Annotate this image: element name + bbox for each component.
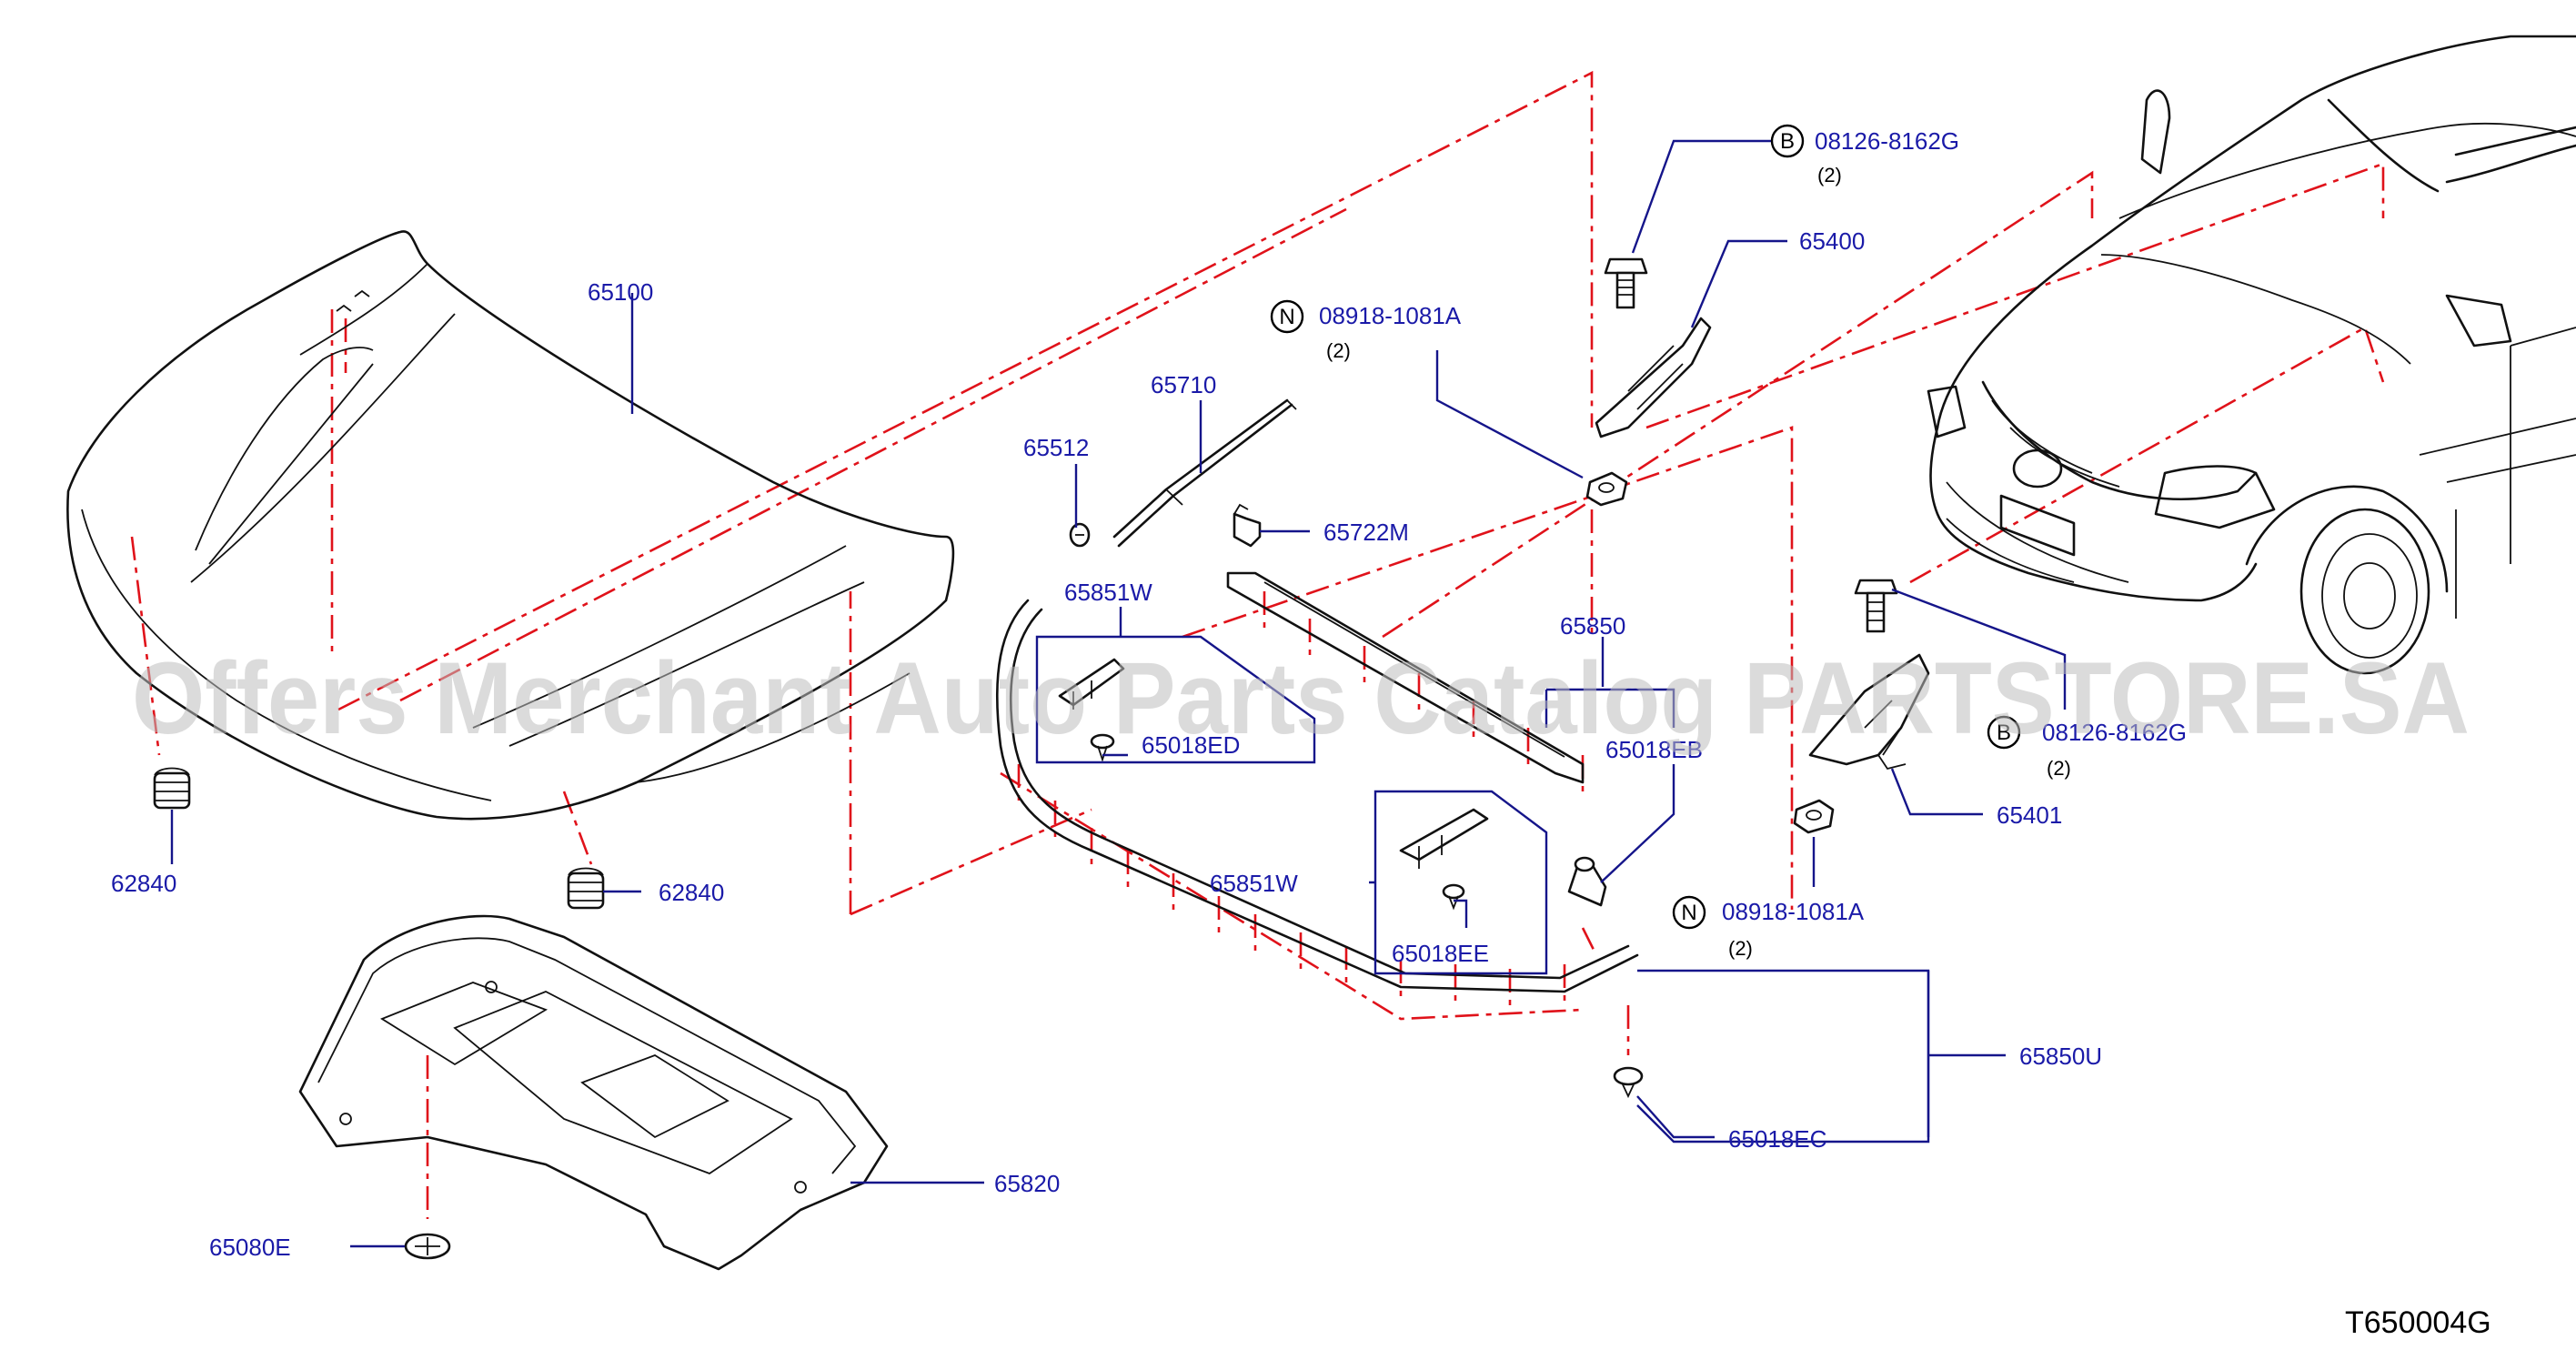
bolt-08126-bot[interactable] [1854,579,1898,633]
label-65400[interactable]: 65400 [1799,227,1865,255]
label-65512[interactable]: 65512 [1023,434,1089,461]
watermark: Offers Merchant Auto Parts Catalog PARTS… [132,641,2470,755]
clip-65722M[interactable] [1233,503,1262,548]
label-65018EC[interactable]: 65018EC [1728,1125,1826,1153]
label-08918-bot[interactable]: 08918-1081A [1722,898,1865,925]
label-65080E[interactable]: 65080E [209,1234,291,1261]
label-08126-top-qty: (2) [1817,164,1842,186]
grommet-65512[interactable] [1069,522,1091,548]
nut-08918-top[interactable] [1585,471,1628,507]
label-65851W-top[interactable]: 65851W [1064,579,1152,606]
clip-65018EB[interactable] [1567,856,1607,907]
bolt-08126-top[interactable] [1604,257,1648,309]
label-08126-bot-qty: (2) [2047,757,2071,780]
svg-text:B: B [1780,129,1795,154]
label-62840-right[interactable]: 62840 [659,879,724,906]
hood-striker-65401[interactable] [1808,653,1930,771]
label-08918-bot-qty: (2) [1728,937,1753,960]
leader-lines [170,139,2067,1248]
label-08918-top-qty: (2) [1326,339,1351,362]
center-lines [130,70,2385,1219]
seal-piece-65018EE[interactable] [1399,808,1489,869]
seal-piece-65851W[interactable] [1058,658,1125,710]
seal-65850[interactable] [1226,571,1585,784]
hood-lock-65400[interactable] [1595,317,1712,438]
clip-65080E[interactable] [404,1233,451,1260]
label-65018EB[interactable]: 65018EB [1605,736,1703,763]
label-65820[interactable]: 65820 [994,1170,1060,1197]
clip-65018EC[interactable] [1613,1066,1644,1099]
callout-circle-n-bot: N [1672,895,1706,930]
label-65710[interactable]: 65710 [1151,371,1216,398]
svg-text:B: B [1997,720,2011,745]
label-08126-bot[interactable]: 08126-8162G [2042,719,2187,746]
label-65100[interactable]: 65100 [588,278,653,306]
callout-circle-b-top: B [1770,124,1805,158]
label-65850U[interactable]: 65850U [2019,1043,2102,1070]
clip-65018EE[interactable] [1442,883,1465,911]
nut-08918-bot[interactable] [1793,799,1835,834]
hood-stay-65710[interactable] [1112,398,1297,548]
callout-circle-b-bot: B [1987,715,2021,750]
label-65018EE[interactable]: 65018EE [1392,940,1489,967]
label-62840-left[interactable]: 62840 [111,870,176,897]
label-65722M[interactable]: 65722M [1323,519,1409,546]
label-65401[interactable]: 65401 [1997,801,2062,829]
hood-65100[interactable] [66,230,955,821]
label-65851W-mid[interactable]: 65851W [1210,870,1298,897]
label-08918-top[interactable]: 08918-1081A [1319,302,1462,329]
label-65018ED[interactable]: 65018ED [1142,731,1240,759]
svg-text:N: N [1681,901,1696,925]
vehicle-illustration [1927,35,2576,675]
svg-text:N: N [1279,305,1294,329]
insulator-65820[interactable] [298,914,889,1271]
callout-circle-n-top: N [1270,299,1304,334]
label-08126-top[interactable]: 08126-8162G [1815,127,1959,155]
part-labels: 65100 62840 62840 65820 65080E 65512 657… [111,127,2187,1261]
bumper-62840-left[interactable] [153,767,191,810]
diagram-code: T650004G [2345,1305,2491,1340]
clip-65018ED[interactable] [1090,733,1115,762]
seal-65851W-lower[interactable] [996,599,1639,993]
bumper-62840-right[interactable] [567,867,605,910]
label-65850[interactable]: 65850 [1560,612,1625,640]
